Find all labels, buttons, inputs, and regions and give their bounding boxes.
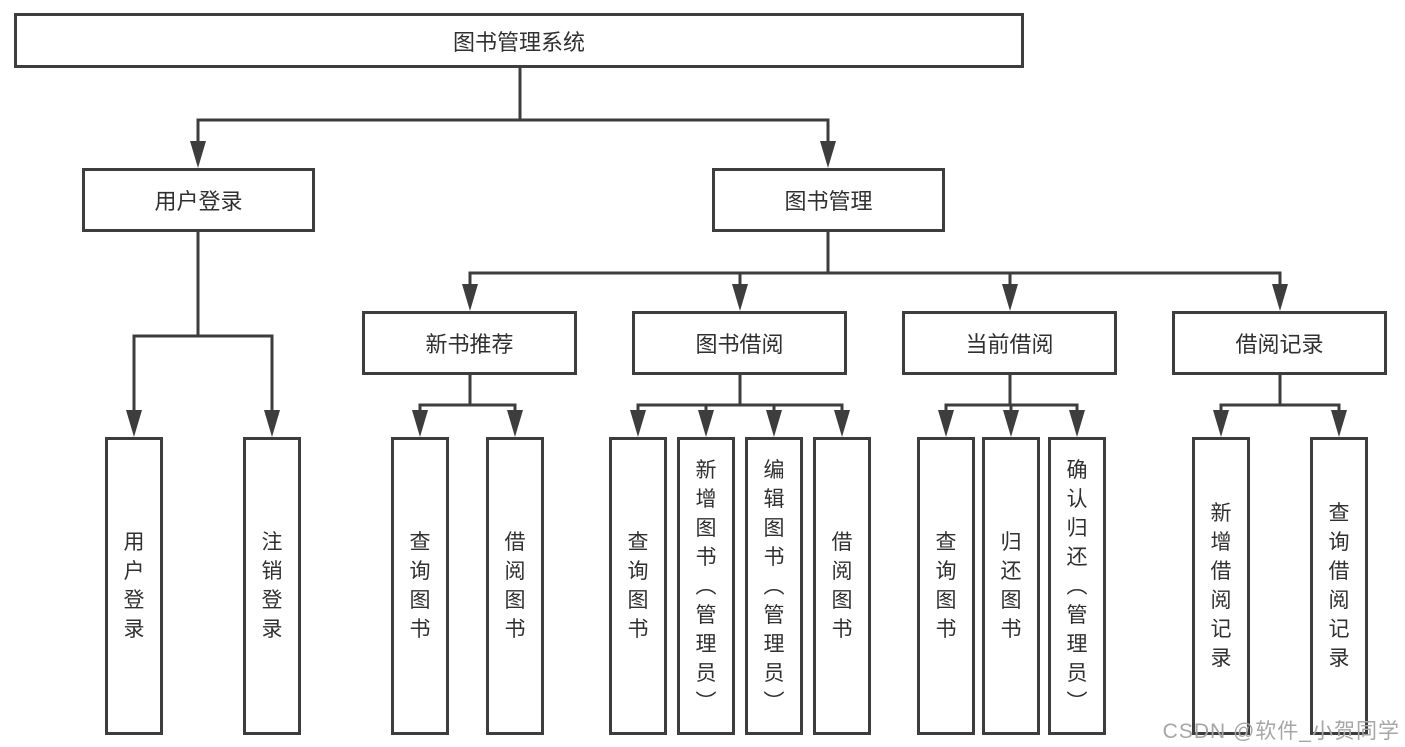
arrowhead [1002, 284, 1018, 311]
leaf-borrow-books-recommend: 借阅图书 [486, 437, 544, 735]
node-book-borrow: 图书借阅 [632, 311, 847, 375]
node-new-book-recommend: 新书推荐 [362, 311, 577, 375]
arrowhead [938, 410, 954, 437]
node-label: 新书推荐 [425, 332, 514, 357]
leaf-add-books-admin: 新增图书︵管理员︶ [677, 437, 735, 735]
leaf-add-borrow-record: 新增借阅记录 [1192, 437, 1250, 735]
leaf-user-login: 用户登录 [105, 437, 163, 735]
leaf-query-books-current: 查询图书 [917, 437, 975, 735]
arrowhead [834, 410, 850, 437]
node-user-login: 用户登录 [82, 168, 315, 232]
leaf-label: 查询图书 [409, 531, 431, 641]
arrowhead [732, 284, 748, 311]
arrowhead [126, 410, 142, 437]
arrowhead [412, 410, 428, 437]
node-borrow-records: 借阅记录 [1172, 311, 1387, 375]
leaf-label: 查询借阅记录 [1328, 502, 1350, 670]
arrowhead [698, 410, 714, 437]
node-label: 借阅记录 [1235, 332, 1324, 357]
leaf-label: 用户登录 [123, 531, 145, 641]
leaf-query-books-borrow: 查询图书 [609, 437, 667, 735]
leaf-borrow-books: 借阅图书 [813, 437, 871, 735]
leaf-label: 新增图书︵管理员︶ [695, 458, 717, 714]
leaf-query-borrow-record: 查询借阅记录 [1310, 437, 1368, 735]
arrowhead [820, 141, 836, 168]
node-label: 图书管理系统 [452, 29, 585, 55]
leaf-label: 借阅图书 [831, 531, 853, 641]
arrowhead [1069, 410, 1085, 437]
node-label: 用户登录 [154, 189, 243, 214]
leaf-query-books-recommend: 查询图书 [391, 437, 449, 735]
csdn-watermark: CSDN @软件_小贺同学 [1162, 720, 1400, 743]
arrowhead [462, 284, 478, 311]
arrowhead [1272, 284, 1288, 311]
leaf-label: 借阅图书 [504, 531, 526, 641]
leaf-label: 归还图书 [1000, 531, 1022, 641]
leaf-return-books: 归还图书 [982, 437, 1040, 735]
leaf-label: 注销登录 [261, 531, 283, 641]
leaf-label: 确认归还︵管理员︶ [1066, 458, 1088, 714]
node-label: 当前借阅 [965, 332, 1054, 357]
arrowhead [1213, 410, 1229, 437]
leaf-label: 查询图书 [935, 531, 957, 641]
leaf-logout: 注销登录 [243, 437, 301, 735]
leaf-edit-books-admin: 编辑图书︵管理员︶ [745, 437, 803, 735]
arrowhead [190, 141, 206, 168]
arrowhead [630, 410, 646, 437]
leaf-label: 编辑图书︵管理员︶ [763, 458, 785, 714]
leaf-label: 新增借阅记录 [1210, 502, 1232, 670]
arrowhead [766, 410, 782, 437]
node-label: 图书借阅 [695, 332, 784, 357]
tree-edges [132, 68, 1341, 414]
node-label: 图书管理 [784, 189, 873, 214]
node-book-management: 图书管理 [712, 168, 945, 232]
node-library-management-system: 图书管理系统 [14, 13, 1024, 68]
arrowhead [1003, 410, 1019, 437]
arrowhead [1331, 410, 1347, 437]
leaf-confirm-return-admin: 确认归还︵管理员︶ [1048, 437, 1106, 735]
arrowhead [507, 410, 523, 437]
arrowhead [264, 410, 280, 437]
node-current-borrow: 当前借阅 [902, 311, 1117, 375]
leaf-label: 查询图书 [627, 531, 649, 641]
